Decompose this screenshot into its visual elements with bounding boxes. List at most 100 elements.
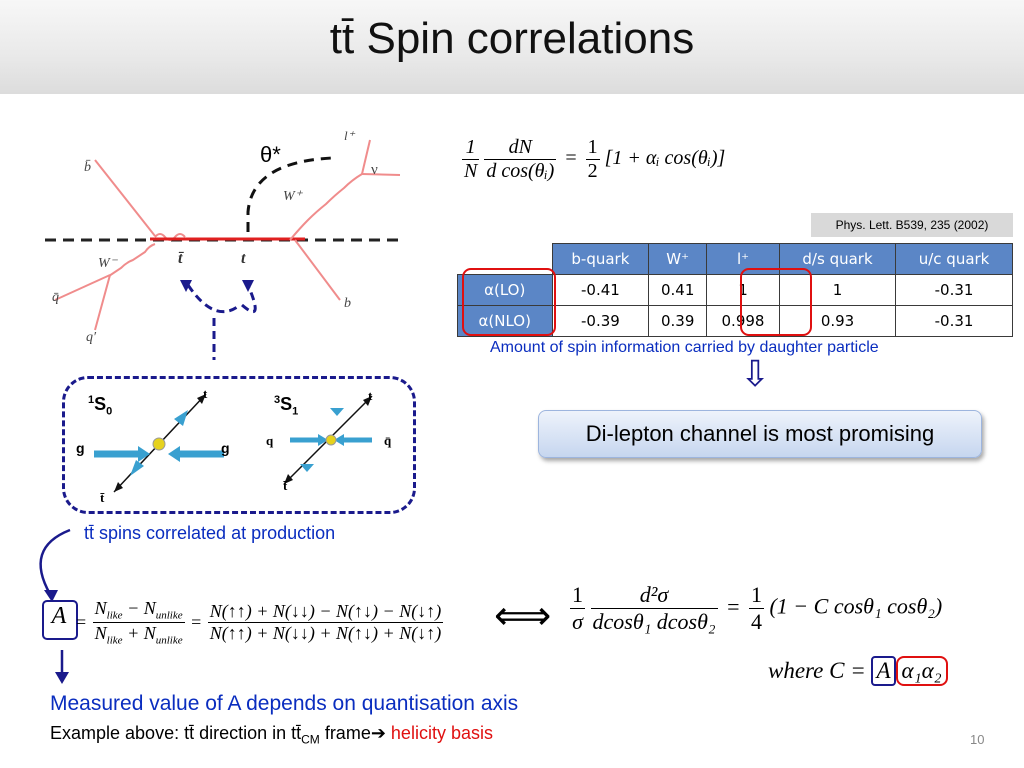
table-cell: 1 xyxy=(778,274,897,306)
b-label: b xyxy=(344,296,351,311)
a-highlight: A xyxy=(871,656,896,686)
singlet-t-label: t xyxy=(203,386,208,401)
triplet-top-spin xyxy=(330,408,344,416)
sub-like: like xyxy=(106,609,123,622)
right-arrow-icon: ➔ xyxy=(370,723,386,743)
production-note: tt̄ spins correlated at production xyxy=(84,523,336,543)
triplet-bottom-arrowhead xyxy=(284,474,293,484)
nu-label: ν xyxy=(371,162,378,178)
helicity-basis: helicity basis xyxy=(385,723,493,743)
sub-unlike: unlike xyxy=(155,634,183,647)
col-header: b-quark xyxy=(551,243,650,275)
theta-arc xyxy=(246,156,333,232)
table-caption: Amount of spin information carried by da… xyxy=(490,339,879,356)
singlet-sub: 0 xyxy=(106,405,113,418)
triplet-t-label: t xyxy=(368,388,373,403)
n-symbol: N xyxy=(94,622,107,643)
a-symbol: A xyxy=(51,603,67,629)
table-row: α(LO) -0.41 0.41 1 1 -0.31 xyxy=(457,274,1013,306)
triplet-qbar-label: q̄ xyxy=(384,433,392,448)
a-symbol-box xyxy=(42,600,78,640)
frac-num: dN xyxy=(484,136,557,160)
frac-den: 4 xyxy=(750,609,762,634)
frac-den: dcosθ₁ dcosθ₂ xyxy=(592,609,716,634)
where-text: where C = xyxy=(768,658,866,683)
plus-n: + N xyxy=(122,622,156,643)
frac-den: 2 xyxy=(587,160,598,182)
lepton-column-highlight xyxy=(740,268,812,336)
table-cell: -0.39 xyxy=(551,305,650,337)
frac-num: 1 xyxy=(570,582,585,609)
minus-n: − N xyxy=(122,598,156,618)
frac-den: Nlike + Nunlike xyxy=(93,623,185,647)
singlet-top-arrowhead xyxy=(197,394,206,404)
dilepton-callout: Di-lepton channel is most promising xyxy=(538,410,982,458)
triplet-sup: 3 xyxy=(274,394,281,406)
correlation-term: (1 − C cosθ₁ cosθ₂) xyxy=(769,593,943,619)
qbar-line xyxy=(54,274,111,301)
equivalence-icon: ⟺ xyxy=(494,594,552,638)
equals-sign: = xyxy=(565,147,577,170)
singlet-gluon-arrowhead-right xyxy=(168,446,180,462)
arrowhead-right xyxy=(242,280,254,292)
alpha-table: b-quark W⁺ l⁺ d/s quark u/c quark α(LO) … xyxy=(457,243,1013,337)
feynman-diagram xyxy=(45,139,401,360)
wplus-label: W⁺ xyxy=(283,189,303,204)
triplet-bottom-spin xyxy=(300,464,314,472)
row-header: α(LO) xyxy=(457,274,553,306)
triplet-qbar-arrowhead xyxy=(334,434,344,446)
equals-sign: = xyxy=(727,593,740,619)
wminus-label: W⁻ xyxy=(98,256,118,271)
singlet-main: S xyxy=(94,394,107,414)
equals-sign: = xyxy=(76,611,87,632)
table-cell: 0.41 xyxy=(648,274,708,306)
bracket-term: [1 + αᵢ cos(θᵢ)] xyxy=(604,147,726,170)
singlet-top-spin xyxy=(174,410,188,426)
measured-statement: Measured value of A depends on quantisat… xyxy=(50,692,519,715)
wminus-boson xyxy=(108,243,156,277)
singlet-bottom-arrowhead xyxy=(114,482,123,492)
triplet-q-label: q xyxy=(266,433,274,448)
frac-num: 1 xyxy=(462,136,480,160)
singlet-vertex xyxy=(152,437,166,451)
wplus-boson xyxy=(289,173,363,241)
down-arrow-icon: ⇩ xyxy=(740,353,771,394)
triplet-sub: 1 xyxy=(292,405,299,418)
frac-den: d cos(θᵢ) xyxy=(486,160,555,182)
lplus-label: l⁺ xyxy=(344,128,355,143)
triplet-diagram xyxy=(283,395,373,485)
table-header-row: b-quark W⁺ l⁺ d/s quark u/c quark xyxy=(457,243,1013,275)
example-frame: frame xyxy=(319,723,371,743)
spin-swap-arrow-right xyxy=(241,284,257,314)
col-header: u/c quark xyxy=(895,243,1013,275)
triplet-label: 3S1 xyxy=(274,394,298,418)
frac-num: 1 xyxy=(748,582,764,609)
frac-num: Nlike − Nunlike xyxy=(92,598,185,623)
triplet-main: S xyxy=(280,394,293,414)
table-cell: 0.39 xyxy=(648,305,708,337)
frac-num: N(↑↑) + N(↓↓) − N(↑↓) − N(↓↑) xyxy=(207,600,444,623)
singlet-gluon-arrowhead-left xyxy=(138,446,150,462)
table-cell: -0.31 xyxy=(895,305,1013,337)
qbar-label: q̄ xyxy=(52,290,59,305)
gluon-label-left: g xyxy=(76,440,85,456)
bbar-label: b̄ xyxy=(84,160,91,175)
arrowhead-left xyxy=(180,280,192,292)
page-number: 10 xyxy=(970,732,985,747)
lepton-line xyxy=(361,139,371,175)
example-prefix: Example above: tt̄ direction in tt̄ xyxy=(50,723,302,743)
singlet-bottom-spin xyxy=(130,460,144,476)
sub-unlike: unlike xyxy=(155,609,183,622)
triplet-vertex xyxy=(325,434,337,446)
frac-den: N xyxy=(464,160,478,182)
spin-swap-arrow-left xyxy=(186,284,241,314)
title-bar xyxy=(0,0,1024,94)
